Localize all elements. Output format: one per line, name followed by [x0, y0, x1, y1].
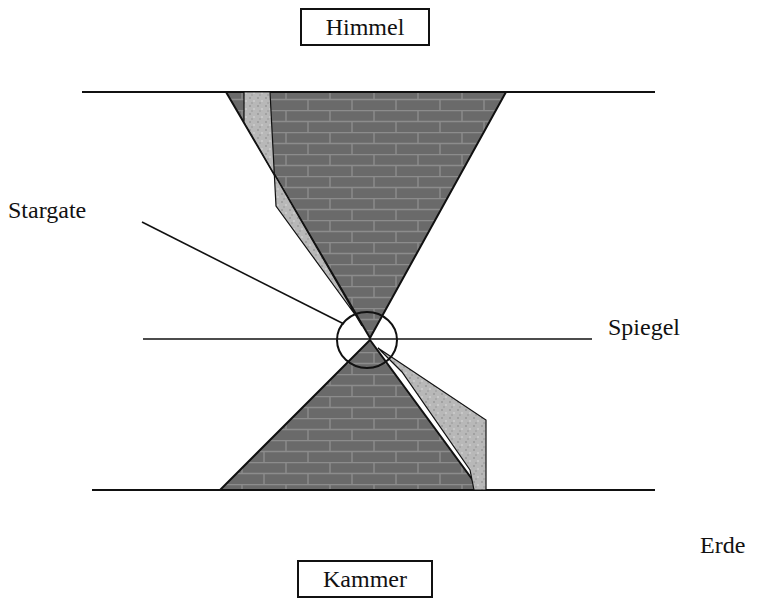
lower-stone-face — [378, 348, 486, 490]
chamber-box: Kammer — [297, 560, 433, 598]
earth-label: Erde — [700, 532, 745, 558]
box-text: Kammer — [323, 566, 407, 592]
mirror-line — [143, 338, 592, 340]
stargate-label: Stargate — [8, 197, 86, 223]
leader-line — [142, 222, 344, 324]
heaven-box: Himmel — [300, 8, 430, 46]
upper-pyramid — [226, 92, 506, 338]
stargate-circle — [337, 312, 397, 368]
mirror-label: Spiegel — [608, 314, 680, 340]
box-text: Himmel — [326, 14, 405, 40]
upper-stone-face — [244, 92, 362, 326]
